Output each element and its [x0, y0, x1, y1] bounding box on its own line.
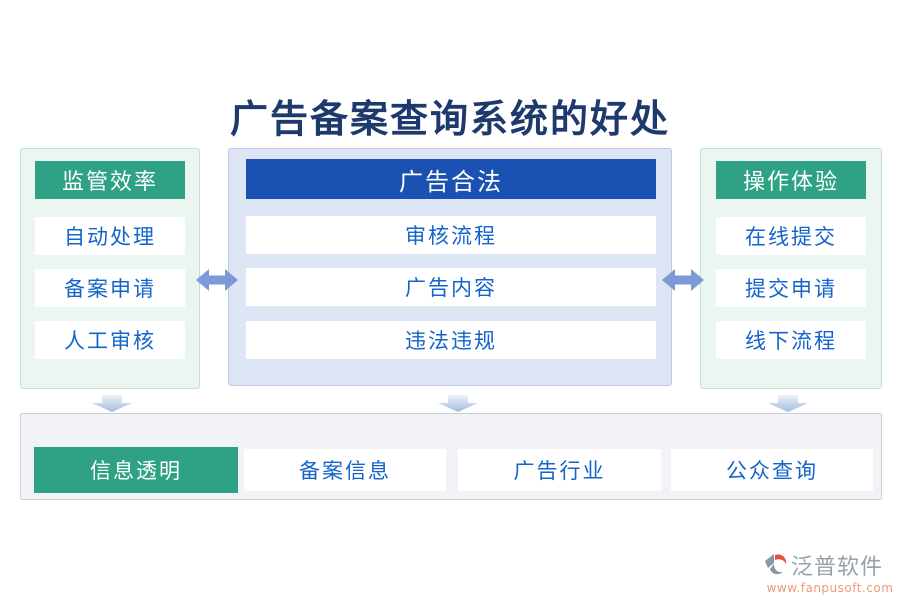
panel-item-offline-process: 线下流程: [716, 321, 866, 359]
bar-item-info-transparency: 信息透明: [34, 447, 238, 493]
double-arrow-right-icon: [662, 269, 704, 291]
panel-item-review-process: 审核流程: [246, 216, 656, 254]
down-arrow-center-icon: [438, 395, 478, 412]
bar-item-filing-info: 备案信息: [244, 449, 446, 491]
panel-operation-experience: 操作体验 在线提交 提交申请 线下流程: [700, 148, 882, 389]
panel-regulation-efficiency: 监管效率 自动处理 备案申请 人工审核: [20, 148, 200, 389]
panel-item-manual-review: 人工审核: [35, 321, 185, 359]
panel-ad-legality: 广告合法 审核流程 广告内容 违法违规: [228, 148, 672, 386]
watermark-url: www.fanpusoft.com: [766, 581, 894, 595]
page-title: 广告备案查询系统的好处: [229, 96, 670, 141]
panel-item-online-submission: 在线提交: [716, 217, 866, 255]
panel-item-violations: 违法违规: [246, 321, 656, 359]
panel-header-operation-experience: 操作体验: [716, 161, 866, 199]
bottom-bar: 信息透明 备案信息 广告行业 公众查询: [20, 413, 882, 500]
watermark: 泛普软件 www.fanpusoft.com: [764, 549, 896, 595]
panel-item-ad-content: 广告内容: [246, 268, 656, 306]
panel-header-ad-legality: 广告合法: [246, 159, 656, 199]
down-arrow-right-icon: [768, 395, 808, 412]
bar-item-ad-industry: 广告行业: [458, 449, 661, 491]
watermark-brand: 泛普软件: [791, 555, 884, 580]
fanpu-logo-icon: [765, 554, 787, 575]
panel-item-submit-application: 提交申请: [716, 269, 866, 307]
panel-item-filing-application: 备案申请: [35, 269, 185, 307]
double-arrow-left-icon: [196, 269, 238, 291]
down-arrow-left-icon: [92, 395, 132, 412]
panel-item-auto-processing: 自动处理: [35, 217, 185, 255]
panel-header-regulation-efficiency: 监管效率: [35, 161, 185, 199]
bar-item-public-query: 公众查询: [671, 449, 873, 491]
